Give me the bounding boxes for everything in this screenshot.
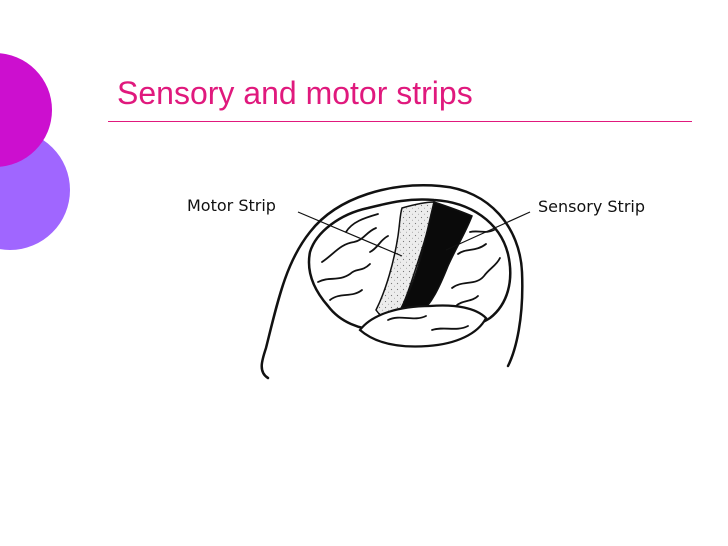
sensory-strip-label: Sensory Strip <box>538 197 645 216</box>
slide-title: Sensory and motor strips <box>117 74 473 112</box>
brain-diagram: Motor Strip Sensory Strip <box>170 180 670 380</box>
title-divider <box>108 121 692 122</box>
corner-decoration <box>0 0 90 300</box>
motor-strip-label: Motor Strip <box>187 196 276 215</box>
